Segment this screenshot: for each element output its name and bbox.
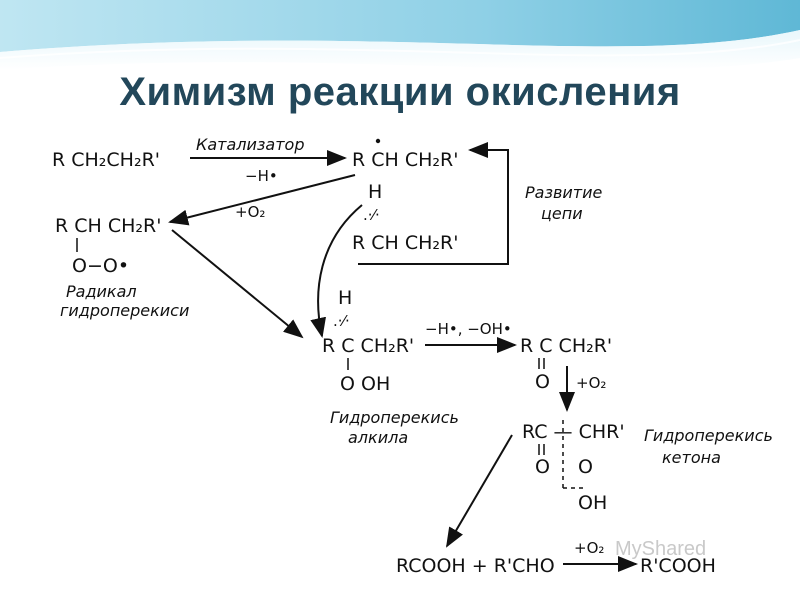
ketone-peroxide-oh: OH <box>578 492 607 514</box>
peroxy-radical-name-1: Радикал <box>66 282 137 301</box>
ketone-peroxide-top: RC — CHR' <box>522 421 625 443</box>
hydroperoxide-name-1: Гидроперекись <box>330 408 459 427</box>
ketone-peroxide-o1: O <box>535 456 550 478</box>
hydroperoxide-top: R C CH₂R' <box>322 335 414 357</box>
ketone-peroxide-o2: O <box>578 456 593 478</box>
start-compound: R CH₂CH₂R' <box>52 149 160 171</box>
arrow-chain-to-hydroperoxide <box>310 204 363 338</box>
radical-dot <box>375 138 381 144</box>
catalyst-label: Катализатор <box>196 135 305 154</box>
ketone-peroxide-name-2: кетона <box>662 448 721 467</box>
final-o2-label: +O₂ <box>574 539 604 557</box>
header-wave <box>0 0 800 52</box>
chain-compound: R CH CH₂R' <box>352 232 458 254</box>
plus-o2-label: +O₂ <box>235 203 265 221</box>
chain-loop-arrow <box>358 142 509 265</box>
peroxy-radical-top: R CH CH₂R' <box>55 215 161 237</box>
chain-label-1: Развитие <box>525 183 603 202</box>
arrow-to-products <box>445 434 513 548</box>
hydroperoxide-bond-mark: .·⁄· <box>333 312 350 330</box>
final-product: R'COOH <box>640 555 716 577</box>
arrow-to-peroxy-radical <box>168 174 356 226</box>
hydroperoxide-name-2: алкила <box>348 428 408 447</box>
plus-o2-ketone: +O₂ <box>576 374 606 392</box>
products: RCOOH + R'CHO <box>396 555 555 577</box>
dehydration-label: −H•, −OH• <box>425 320 512 338</box>
hydroperoxide-bottom: O OH <box>340 373 390 395</box>
peroxy-radical-name-2: гидроперекиси <box>60 301 189 320</box>
ketone-bottom: O <box>535 371 550 393</box>
peroxy-radical-bottom: O−O• <box>72 255 129 277</box>
arrow-peroxy-to-hydroperoxide <box>171 229 304 339</box>
chain-label-2: цепи <box>541 204 583 223</box>
chain-h: H <box>368 181 382 203</box>
ketone-top: R C CH₂R' <box>520 335 612 357</box>
slide-title: Химизм реакции окисления <box>119 70 681 114</box>
minus-h-label: −H• <box>245 167 278 185</box>
hydroperoxide-h: H <box>338 287 352 309</box>
radical: R CH CH₂R' <box>352 149 458 171</box>
chain-bond-mark: .·⁄· <box>363 206 380 224</box>
ketone-peroxide-name-1: Гидроперекись <box>644 426 773 445</box>
watermark: MyShared <box>615 538 706 560</box>
